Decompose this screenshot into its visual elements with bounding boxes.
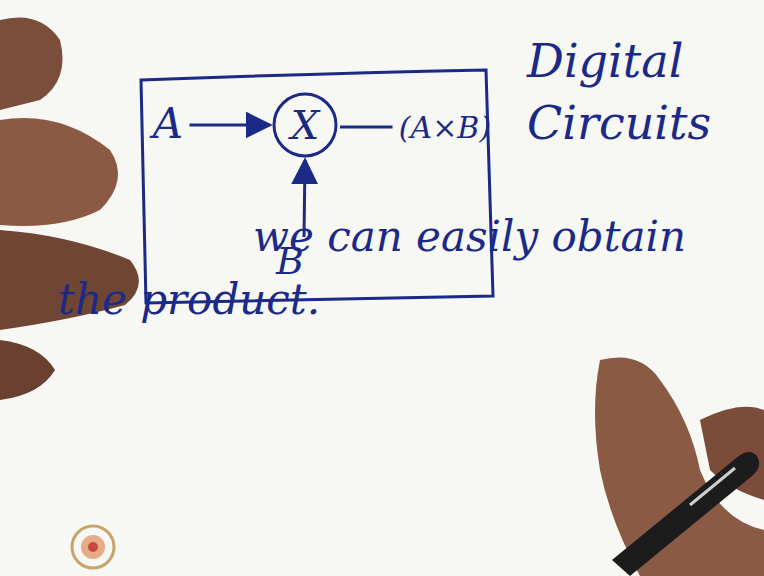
multiplier-circle: X	[272, 92, 338, 158]
node-text: X	[291, 103, 319, 147]
node-text: (A×B)	[399, 111, 491, 144]
left-hand	[0, 18, 139, 401]
heading-note: Digital Circuits	[527, 30, 755, 154]
input-label: A	[149, 99, 188, 150]
signal-arrow	[190, 124, 271, 127]
node-text: A	[153, 101, 183, 147]
logo	[72, 526, 114, 568]
handwritten-note: we can easily obtain the product.	[58, 205, 750, 331]
marker-pen	[612, 452, 759, 576]
output-label: (A×B)	[395, 109, 496, 146]
right-hand	[595, 358, 764, 576]
enclosing-box	[141, 70, 493, 303]
signal-arrow	[340, 126, 393, 129]
